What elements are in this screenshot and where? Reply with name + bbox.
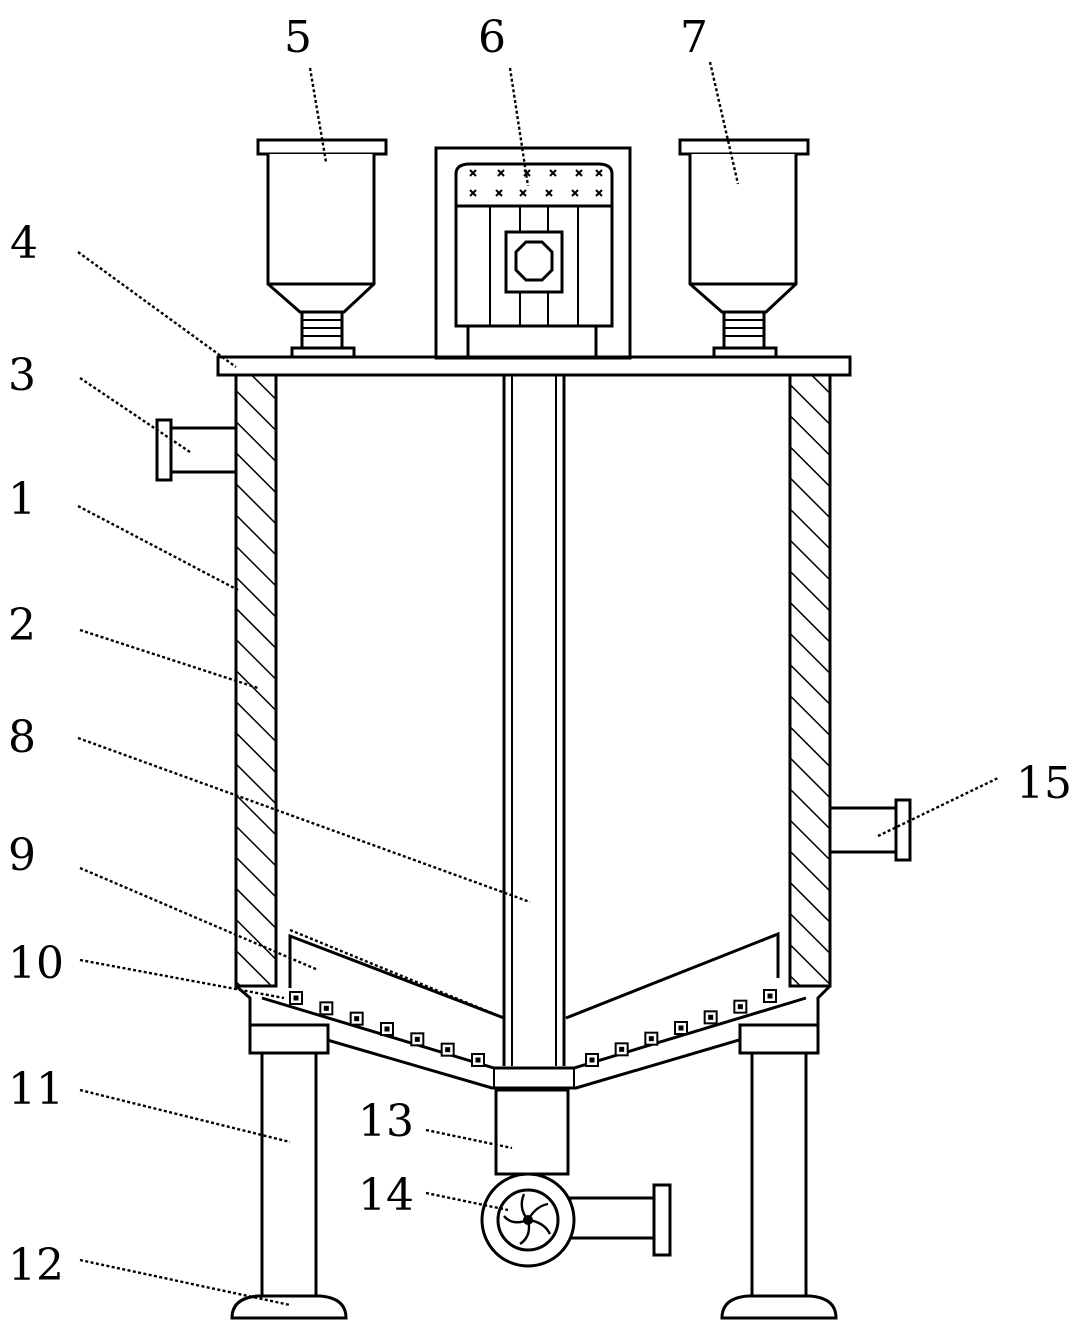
- heating-node-core: [589, 1057, 595, 1063]
- left-inlet-pipe: [155, 418, 238, 482]
- heating-elements: [289, 989, 777, 1067]
- heating-node-core: [708, 1014, 714, 1020]
- right-outlet-pipe: [828, 798, 912, 862]
- heating-node-core: [767, 993, 773, 999]
- heating-node-core: [384, 1026, 390, 1032]
- right-foot-pad: [720, 1294, 838, 1320]
- heating-node-core: [619, 1046, 625, 1052]
- callout-9: 9: [8, 830, 36, 881]
- callout-11: 11: [8, 1064, 64, 1115]
- left-foot-pad: [230, 1294, 348, 1320]
- tank-wall-left: [234, 372, 278, 988]
- heating-node-core: [414, 1036, 420, 1042]
- heating-node-core: [737, 1004, 743, 1010]
- callout-4: 4: [10, 218, 38, 269]
- heating-node-core: [323, 1005, 329, 1011]
- callout-6: 6: [478, 12, 506, 63]
- heating-node-core: [648, 1036, 654, 1042]
- callout-1: 1: [8, 474, 36, 525]
- callout-7: 7: [680, 12, 708, 63]
- callout-labels: 1 2 3 4 5 6 7 8 9 10 11 12 13 14 15: [8, 12, 1072, 1291]
- callout-14: 14: [358, 1170, 414, 1221]
- leader-lines: [77, 61, 999, 1307]
- callout-12: 12: [8, 1240, 64, 1291]
- stirring-blade-left: [288, 933, 505, 1020]
- heating-node-core: [678, 1025, 684, 1031]
- drive-motor: [434, 146, 632, 360]
- left-hopper: [256, 138, 388, 359]
- discharge-pump: [480, 1172, 672, 1268]
- callout-10: 10: [8, 938, 64, 989]
- heating-node-core: [354, 1016, 360, 1022]
- right-leg: [738, 1023, 820, 1299]
- callout-8: 8: [8, 712, 36, 763]
- callout-5: 5: [284, 12, 312, 63]
- top-cover-plate: [216, 355, 852, 377]
- right-hopper: [678, 138, 810, 359]
- callout-13: 13: [358, 1096, 414, 1147]
- callout-2: 2: [8, 600, 36, 651]
- heating-node-core: [293, 995, 299, 1001]
- heating-node-core: [475, 1057, 481, 1063]
- callout-15: 15: [1016, 758, 1072, 809]
- conical-bottom: [235, 984, 832, 1090]
- stirring-blade-right: [565, 931, 780, 1020]
- discharge-pipe: [494, 1088, 570, 1176]
- left-leg: [248, 1023, 330, 1299]
- stirring-shaft: [502, 375, 566, 1066]
- callout-3: 3: [8, 350, 36, 401]
- heating-node-core: [445, 1047, 451, 1053]
- tank-wall-right: [788, 372, 832, 988]
